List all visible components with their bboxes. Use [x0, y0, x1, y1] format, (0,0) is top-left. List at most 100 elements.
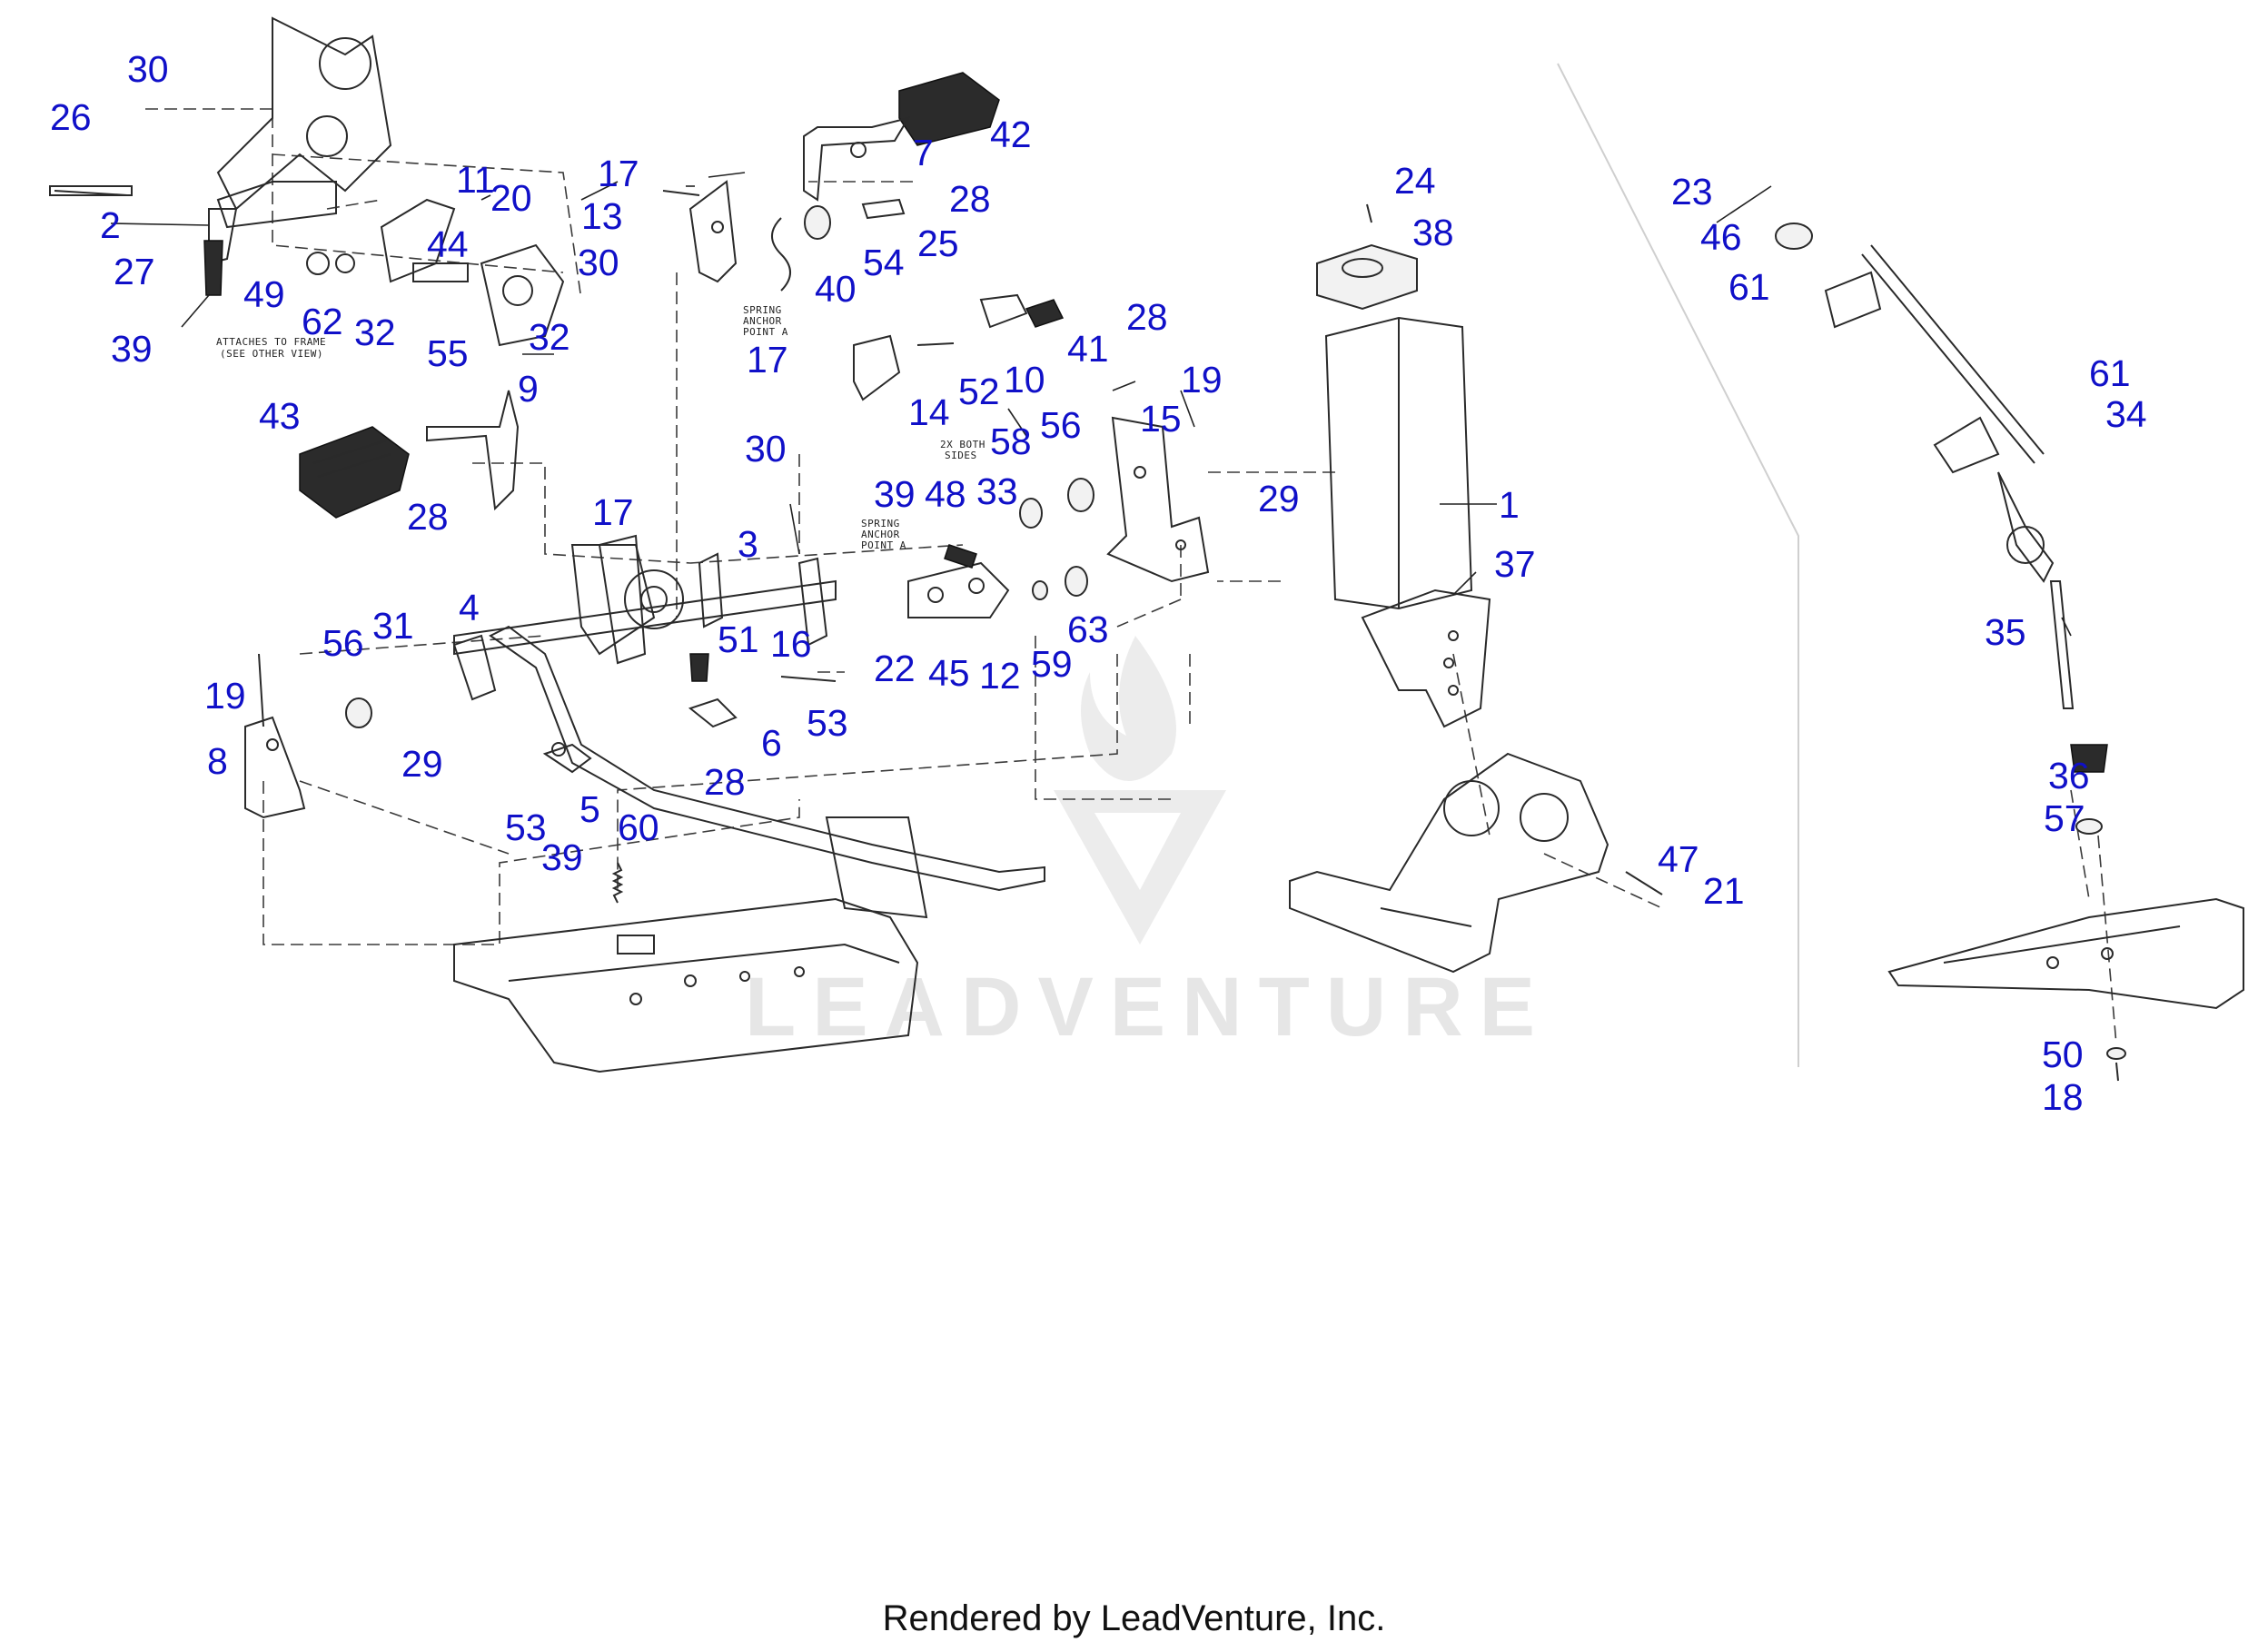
callout-33[interactable]: 33 — [976, 470, 1018, 512]
callout-29-b[interactable]: 29 — [401, 743, 443, 785]
callout-32-a[interactable]: 32 — [354, 312, 396, 353]
callout-18[interactable]: 18 — [2042, 1076, 2084, 1118]
note-spring-anchor-a-line1: SPRING — [743, 304, 782, 316]
callout-30-a[interactable]: 30 — [127, 48, 169, 90]
callout-29-a[interactable]: 29 — [1258, 478, 1300, 519]
callout-36[interactable]: 36 — [2048, 755, 2090, 796]
callout-30-c[interactable]: 30 — [745, 428, 787, 470]
note-spring-anchor-a-line3: POINT A — [743, 326, 788, 338]
callout-38[interactable]: 38 — [1412, 212, 1454, 253]
callout-7[interactable]: 7 — [913, 132, 934, 173]
callout-52[interactable]: 52 — [958, 371, 1000, 412]
annotation-notes: ATTACHES TO FRAME (SEE OTHER VIEW) SPRIN… — [216, 304, 985, 551]
callout-43[interactable]: 43 — [259, 395, 301, 437]
callout-30-b[interactable]: 30 — [578, 242, 619, 283]
callout-59[interactable]: 59 — [1031, 643, 1073, 685]
callout-44[interactable]: 44 — [427, 223, 469, 265]
callout-55[interactable]: 55 — [427, 332, 469, 374]
callouts: 30 26 2 27 39 11 20 44 49 62 32 55 32 17… — [50, 48, 2147, 1118]
bracket-8-drawing — [244, 716, 306, 819]
pedal-pad-43-drawing — [299, 426, 410, 519]
callout-40[interactable]: 40 — [815, 268, 857, 310]
callout-39-b[interactable]: 39 — [874, 473, 916, 515]
callout-50[interactable]: 50 — [2042, 1034, 2084, 1075]
callout-11[interactable]: 11 — [456, 159, 495, 201]
callout-53-a[interactable]: 53 — [807, 702, 848, 744]
gear-36-drawing — [2070, 744, 2108, 773]
callout-27[interactable]: 27 — [114, 251, 155, 292]
callout-22[interactable]: 22 — [874, 648, 916, 689]
watermark: LEADVENTURE — [745, 636, 1551, 1053]
callout-9[interactable]: 9 — [518, 368, 539, 410]
callout-2[interactable]: 2 — [100, 204, 121, 246]
callout-24[interactable]: 24 — [1394, 160, 1436, 202]
note-both-sides-line1: 2X BOTH — [940, 439, 985, 450]
callout-56-a[interactable]: 56 — [1040, 404, 1082, 446]
callout-19-a[interactable]: 19 — [1181, 359, 1223, 401]
callout-37[interactable]: 37 — [1494, 543, 1536, 585]
callout-5[interactable]: 5 — [579, 788, 600, 830]
callout-14[interactable]: 14 — [908, 391, 950, 433]
callout-28-c[interactable]: 28 — [407, 496, 449, 538]
callout-56-b[interactable]: 56 — [322, 622, 364, 664]
callout-45[interactable]: 45 — [928, 652, 970, 694]
callout-28-d[interactable]: 28 — [704, 761, 746, 803]
callout-19-b[interactable]: 19 — [204, 675, 246, 717]
callout-46[interactable]: 46 — [1700, 216, 1742, 258]
callout-35[interactable]: 35 — [1985, 611, 2026, 653]
callout-57[interactable]: 57 — [2044, 797, 2085, 839]
callout-10[interactable]: 10 — [1004, 359, 1045, 401]
callout-17-c[interactable]: 17 — [592, 491, 634, 533]
callout-21[interactable]: 21 — [1703, 870, 1745, 912]
pedal-bracket-drawing — [216, 16, 392, 211]
callout-28-a[interactable]: 28 — [949, 178, 991, 220]
callout-3[interactable]: 3 — [738, 523, 758, 565]
callout-53-b[interactable]: 53 — [505, 806, 547, 848]
callout-4[interactable]: 4 — [459, 587, 480, 628]
callout-20[interactable]: 20 — [490, 177, 532, 219]
callout-47[interactable]: 47 — [1658, 838, 1699, 880]
rod-60-drawing — [489, 625, 1045, 892]
callout-32-b[interactable]: 32 — [529, 316, 570, 358]
note-attaches-frame-line1: ATTACHES TO FRAME — [216, 336, 326, 348]
callout-58[interactable]: 58 — [990, 420, 1032, 462]
callout-54[interactable]: 54 — [863, 242, 905, 283]
callout-17-a[interactable]: 17 — [598, 153, 639, 194]
callout-25[interactable]: 25 — [917, 223, 959, 264]
callout-60[interactable]: 60 — [618, 806, 659, 848]
callout-34[interactable]: 34 — [2105, 393, 2147, 435]
callout-61-a[interactable]: 61 — [1728, 266, 1770, 308]
callout-8[interactable]: 8 — [207, 740, 228, 782]
watermark-v-logo-icon — [1054, 790, 1226, 945]
note-spring-anchor-a-line2: ANCHOR — [743, 315, 782, 327]
callout-16[interactable]: 16 — [770, 623, 812, 665]
callout-1[interactable]: 1 — [1499, 484, 1520, 526]
callout-13[interactable]: 13 — [581, 195, 623, 237]
callout-41[interactable]: 41 — [1067, 328, 1109, 370]
callout-6[interactable]: 6 — [761, 722, 782, 764]
callout-42[interactable]: 42 — [990, 114, 1032, 155]
callout-31[interactable]: 31 — [372, 605, 414, 647]
note-spring-anchor-b-line1: SPRING — [861, 518, 900, 529]
callout-51[interactable]: 51 — [718, 618, 759, 660]
callout-49[interactable]: 49 — [243, 273, 285, 315]
callout-28-b[interactable]: 28 — [1126, 296, 1168, 338]
callout-61-b[interactable]: 61 — [2089, 352, 2131, 394]
callout-26[interactable]: 26 — [50, 96, 92, 138]
callout-15[interactable]: 15 — [1140, 398, 1182, 440]
watermark-brand: LEADVENTURE — [745, 961, 1551, 1053]
callout-63[interactable]: 63 — [1067, 608, 1109, 650]
lower-frame-left-drawing — [453, 897, 919, 1073]
note-attaches-frame-line2: (SEE OTHER VIEW) — [220, 348, 323, 360]
shaft-35-drawing — [2049, 580, 2075, 709]
callout-12[interactable]: 12 — [979, 655, 1021, 697]
lower-frame-right-drawing — [1887, 897, 2244, 1010]
callout-17-b[interactable]: 17 — [747, 339, 788, 381]
callout-39-c[interactable]: 39 — [541, 836, 583, 878]
callout-62[interactable]: 62 — [302, 301, 343, 342]
callout-39-a[interactable]: 39 — [111, 328, 153, 370]
callout-48[interactable]: 48 — [925, 473, 966, 515]
bracket-13-drawing — [688, 180, 738, 283]
callout-23[interactable]: 23 — [1671, 171, 1713, 213]
